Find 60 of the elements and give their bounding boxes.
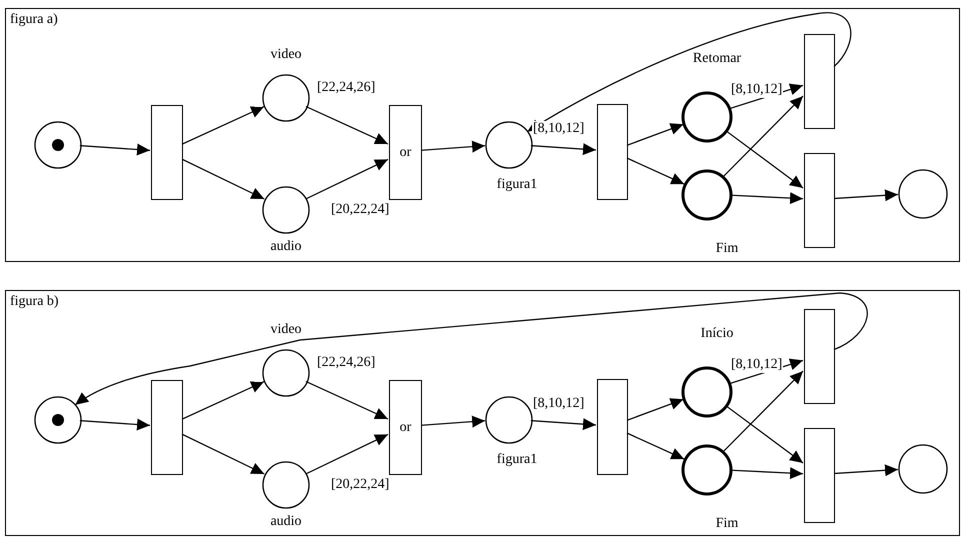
transition-bar — [804, 428, 835, 523]
panel-frame — [5, 8, 960, 262]
arc-arrow — [527, 12, 852, 132]
panel-heading: figura a) — [10, 12, 58, 28]
arc-arrow — [626, 158, 684, 185]
edge-label: [8,10,12] — [730, 357, 784, 373]
arc-arrow — [306, 380, 388, 420]
place-label: audio — [270, 239, 302, 255]
arc-arrow — [724, 404, 804, 464]
arc-arrow — [834, 189, 898, 202]
arc-arrow — [305, 434, 388, 475]
place-label: audio — [270, 514, 302, 530]
arc-arrow — [722, 96, 804, 178]
arc-arrow — [626, 432, 684, 460]
edge-label: [8,10,12] — [532, 121, 586, 137]
arc-arrow — [530, 418, 596, 430]
arc-arrow — [305, 158, 388, 200]
arc-arrow — [420, 416, 486, 428]
arc-arrow — [80, 418, 150, 430]
edge-label: [20,22,24] — [330, 202, 390, 218]
transition-bar — [804, 153, 835, 248]
arc-arrow — [80, 144, 150, 156]
arc-arrow — [530, 143, 596, 156]
edge-label: [22,24,26] — [316, 355, 376, 371]
place-label: Início — [700, 326, 734, 342]
place-label: figura1 — [496, 452, 538, 468]
arc-arrow — [306, 106, 388, 145]
arc-arrow — [182, 381, 264, 420]
transition-bar — [151, 105, 183, 200]
place-label: Fim — [716, 516, 738, 532]
arc-arrow — [182, 106, 264, 145]
transition-bar — [597, 379, 628, 475]
edge-label: [8,10,12] — [532, 396, 586, 412]
arc-arrow — [74, 292, 868, 406]
edge-label: [20,22,24] — [330, 477, 390, 493]
place-label: video — [270, 47, 302, 63]
transition-box: or — [389, 380, 422, 475]
transition-bar — [804, 34, 835, 129]
arc-arrow — [182, 434, 265, 475]
arc-arrow — [730, 192, 804, 204]
arc-arrow — [420, 140, 486, 153]
arc-arrow — [730, 467, 804, 480]
edge-label: [8,10,12] — [730, 82, 784, 98]
panel-frame — [5, 290, 960, 536]
arc-arrow — [724, 130, 804, 188]
arc-arrow — [182, 158, 265, 200]
edge-label: [22,24,26] — [316, 80, 376, 96]
panel-heading: figura b) — [10, 294, 59, 310]
arc-arrow — [722, 370, 804, 452]
transition-bar — [804, 309, 835, 404]
arc-arrow — [834, 464, 898, 476]
arc-arrow — [626, 398, 684, 421]
transition-bar — [597, 104, 628, 200]
transition-bar — [151, 380, 183, 475]
place-label: figura1 — [496, 177, 538, 193]
transition-box: or — [389, 105, 422, 200]
arc-arrow — [626, 123, 684, 146]
place-label: Fim — [716, 241, 738, 257]
place-label: video — [270, 322, 302, 338]
place-label: Retomar — [692, 51, 742, 67]
